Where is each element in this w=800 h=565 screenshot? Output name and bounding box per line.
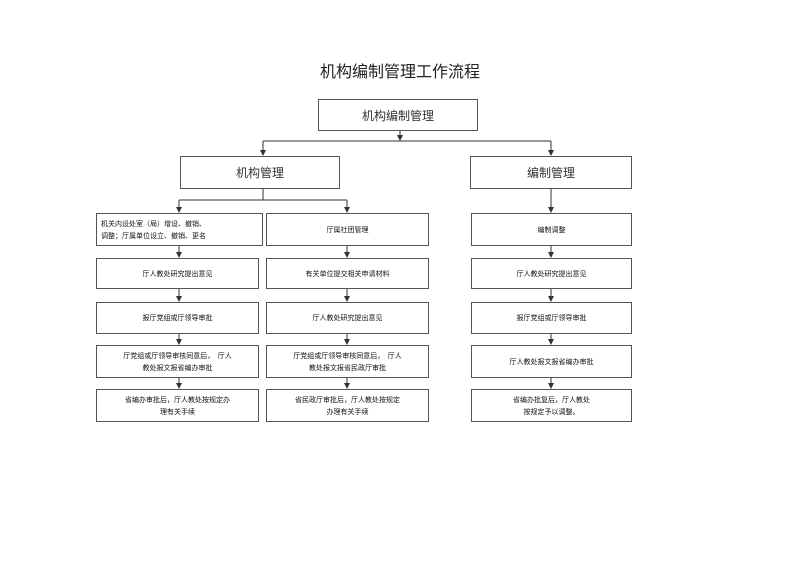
- col1-step-5-label: 省编办审批后，厅人教处按规定办 理有关手续: [125, 395, 230, 416]
- col3-step-5: 省编办批复后，厅人教处 按规定予以调整。: [471, 389, 632, 422]
- col2-step-1: 厅属社团管理: [266, 213, 429, 246]
- col1-step-3: 报厅党组或厅领导审批: [96, 302, 259, 334]
- col1-step-4-label: 厅党组或厅领导审核同意后， 厅人 教处报文报省编办审批: [123, 351, 232, 372]
- col1-step-2: 厅人教处研究提出意见: [96, 258, 259, 289]
- col3-step-3: 报厅党组或厅领导审批: [471, 302, 632, 334]
- col3-step-4: 厅人教处报文报省编办审批: [471, 345, 632, 378]
- branch-right-box: 编制管理: [470, 156, 632, 189]
- col2-step-3: 厅人教处研究提出意见: [266, 302, 429, 334]
- col1-step-3-label: 报厅党组或厅领导审批: [142, 314, 213, 322]
- col2-step-4-label: 厅党组或厅领导审核同意后， 厅人 教处报文报省民政厅审批: [293, 351, 402, 372]
- col2-step-5-label: 省民政厅审批后，厅人教处按规定 办理有关手续: [295, 395, 400, 416]
- col2-step-5: 省民政厅审批后，厅人教处按规定 办理有关手续: [266, 389, 429, 422]
- col3-step-4-label: 厅人教处报文报省编办审批: [509, 357, 594, 366]
- col3-step-5-label: 省编办批复后，厅人教处 按规定予以调整。: [513, 395, 590, 416]
- col3-step-2: 厅人教处研究提出意见: [471, 258, 632, 289]
- col3-step-1-label: 编制调整: [537, 225, 566, 234]
- col3-step-2-label: 厅人教处研究提出意见: [516, 269, 587, 278]
- col2-step-2-label: 有关单位提交相关申请材料: [305, 269, 390, 278]
- col2-step-3-label: 厅人教处研究提出意见: [312, 314, 383, 322]
- col1-step-2-label: 厅人教处研究提出意见: [142, 269, 213, 278]
- col1-step-1-label: 机关内设处室（局）增设、撤销、 调整；厅属单位设立、撤销、更名: [101, 219, 206, 240]
- branch-right-label: 编制管理: [526, 166, 575, 180]
- branch-left-label: 机构管理: [235, 166, 284, 180]
- col1-step-4: 厅党组或厅领导审核同意后， 厅人 教处报文报省编办审批: [96, 345, 259, 378]
- root-box: 机构编制管理: [318, 99, 478, 131]
- col2-step-1-label: 厅属社团管理: [326, 225, 369, 234]
- col3-step-1: 编制调整: [471, 213, 632, 246]
- page-title: 机构编制管理工作流程: [319, 62, 480, 81]
- root-label: 机构编制管理: [361, 108, 434, 123]
- col2-step-2: 有关单位提交相关申请材料: [266, 258, 429, 289]
- branch-left-box: 机构管理: [180, 156, 340, 189]
- col1-step-1: 机关内设处室（局）增设、撤销、 调整；厅属单位设立、撤销、更名: [96, 213, 263, 246]
- col1-step-5: 省编办审批后，厅人教处按规定办 理有关手续: [96, 389, 259, 422]
- col2-step-4: 厅党组或厅领导审核同意后， 厅人 教处报文报省民政厅审批: [266, 345, 429, 378]
- col3-step-3-label: 报厅党组或厅领导审批: [516, 314, 587, 322]
